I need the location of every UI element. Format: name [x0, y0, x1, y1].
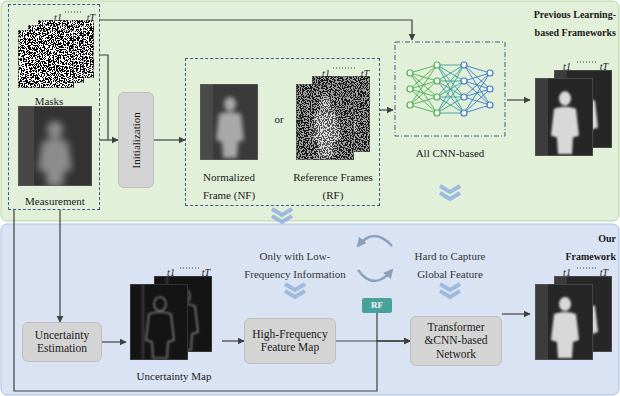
text-holder: t1 — [560, 56, 574, 74]
text-holder: t1 — [560, 262, 574, 280]
flow-arrow — [222, 340, 244, 341]
text-holder: tT — [596, 262, 612, 280]
measurement-image — [18, 106, 92, 186]
text-holder: t1 — [51, 7, 65, 25]
green-band — [1, 1, 619, 221]
framework-band: Our FrameworkUncertainty Estimation t1 tT U… — [0, 224, 620, 396]
rf-frames — [296, 76, 370, 160]
uncertainty-frames — [130, 276, 212, 360]
cnn-network-icon — [395, 42, 505, 136]
node-label: Masks — [35, 95, 64, 107]
node-label: Uncertainty Estimation — [29, 329, 95, 355]
flow-arrow — [377, 313, 410, 341]
node-label: Normalized Frame (NF) — [203, 171, 255, 201]
output-frames — [535, 70, 612, 156]
flow-arrow — [154, 139, 185, 140]
text-holder: or — [266, 109, 292, 127]
text-holder: Hard to Capture Global Feature — [400, 246, 500, 282]
text-holder: Only with Low-Frequency Information — [240, 246, 350, 282]
flow-arrow — [380, 109, 393, 110]
frame-index: t1 — [563, 61, 571, 72]
frame-index: tT — [361, 68, 369, 79]
flow-arrow — [59, 210, 60, 322]
text-holder: All CNN-based — [393, 143, 507, 161]
text-holder: Our Framework — [548, 228, 616, 264]
flow-arrow — [100, 20, 412, 40]
text-holder: t1 — [319, 63, 333, 81]
flow-arrow — [14, 210, 410, 391]
rf-tag: RF — [362, 298, 392, 313]
process-box: High-Frequency Feature Map — [244, 318, 336, 364]
frame-index: t1 — [167, 267, 175, 278]
frame-index: t1 — [563, 267, 571, 278]
framework-band: Previous Learning-based Frameworks t1 tT Ma… — [0, 0, 620, 222]
output-frames: t1 tT — [530, 56, 618, 160]
cycle-arrows — [358, 236, 392, 281]
nf-image — [200, 84, 258, 160]
network-icon: All CNN-based — [393, 40, 507, 158]
text-holder: Masks — [9, 91, 89, 109]
flow-arrow — [100, 139, 118, 140]
blue-band — [1, 224, 619, 395]
frame-index: t1 — [322, 68, 330, 79]
node-label: High-Frequency Feature Map — [251, 328, 329, 354]
node-label: Previous Learning-based Frameworks — [534, 9, 616, 38]
frame-index: t1 — [54, 12, 62, 23]
annotation: Only with Low-Frequency Information — [244, 250, 346, 280]
frame-index: tT — [87, 12, 95, 23]
flow-arrow — [507, 99, 530, 100]
process-box: Initialization — [118, 92, 154, 188]
text-holder: Normalized Frame (NF) — [191, 167, 267, 203]
flow-arrow — [102, 341, 126, 342]
text-holder: t1 — [164, 262, 178, 280]
text-holder: Previous Learning-based Frameworks — [512, 4, 616, 40]
text-holder: Uncertainty Map — [126, 366, 222, 384]
process-box: Transformer &CNN-based Network — [410, 316, 502, 366]
frame-ellipsis — [65, 12, 597, 268]
node-label: Measurement — [25, 195, 85, 207]
output-frames: t1 tT — [530, 262, 618, 366]
node-label: Uncertainty Map — [137, 370, 212, 382]
node-label: Transformer &CNN-based Network — [417, 321, 495, 361]
node-label: Initialization — [130, 112, 143, 168]
text-holder: Reference Frames (RF) — [289, 167, 377, 203]
output-frames — [535, 276, 612, 360]
uncertainty-map: t1 tT Uncertainty Map — [126, 262, 222, 386]
node-label: Our Framework — [565, 233, 616, 262]
text-holder: Measurement — [9, 191, 101, 209]
merge-line — [100, 55, 108, 140]
node-label: RF — [371, 301, 383, 310]
text-holder: tT — [596, 56, 612, 74]
frame-index: tT — [600, 267, 608, 278]
frame-index: tT — [202, 267, 210, 278]
initial-frame-group: Normalized Frame (NF) or t1 tT Reference Fra… — [185, 58, 380, 206]
text-holder: tT — [357, 63, 373, 81]
annotation: Hard to Capture Global Feature — [415, 250, 486, 280]
mask-frames — [18, 20, 94, 88]
text-holder: tT — [198, 262, 214, 280]
node-label: Reference Frames (RF) — [293, 171, 373, 201]
input-group: t1 tT MasksMeasurement — [8, 4, 100, 210]
flow-arrow — [502, 313, 530, 314]
frame-index: tT — [600, 61, 608, 72]
text-holder: tT — [83, 7, 99, 25]
node-label: All CNN-based — [416, 147, 485, 159]
down-chevrons — [272, 186, 460, 297]
process-box: Uncertainty Estimation — [22, 322, 102, 362]
node-label: or — [274, 113, 283, 125]
